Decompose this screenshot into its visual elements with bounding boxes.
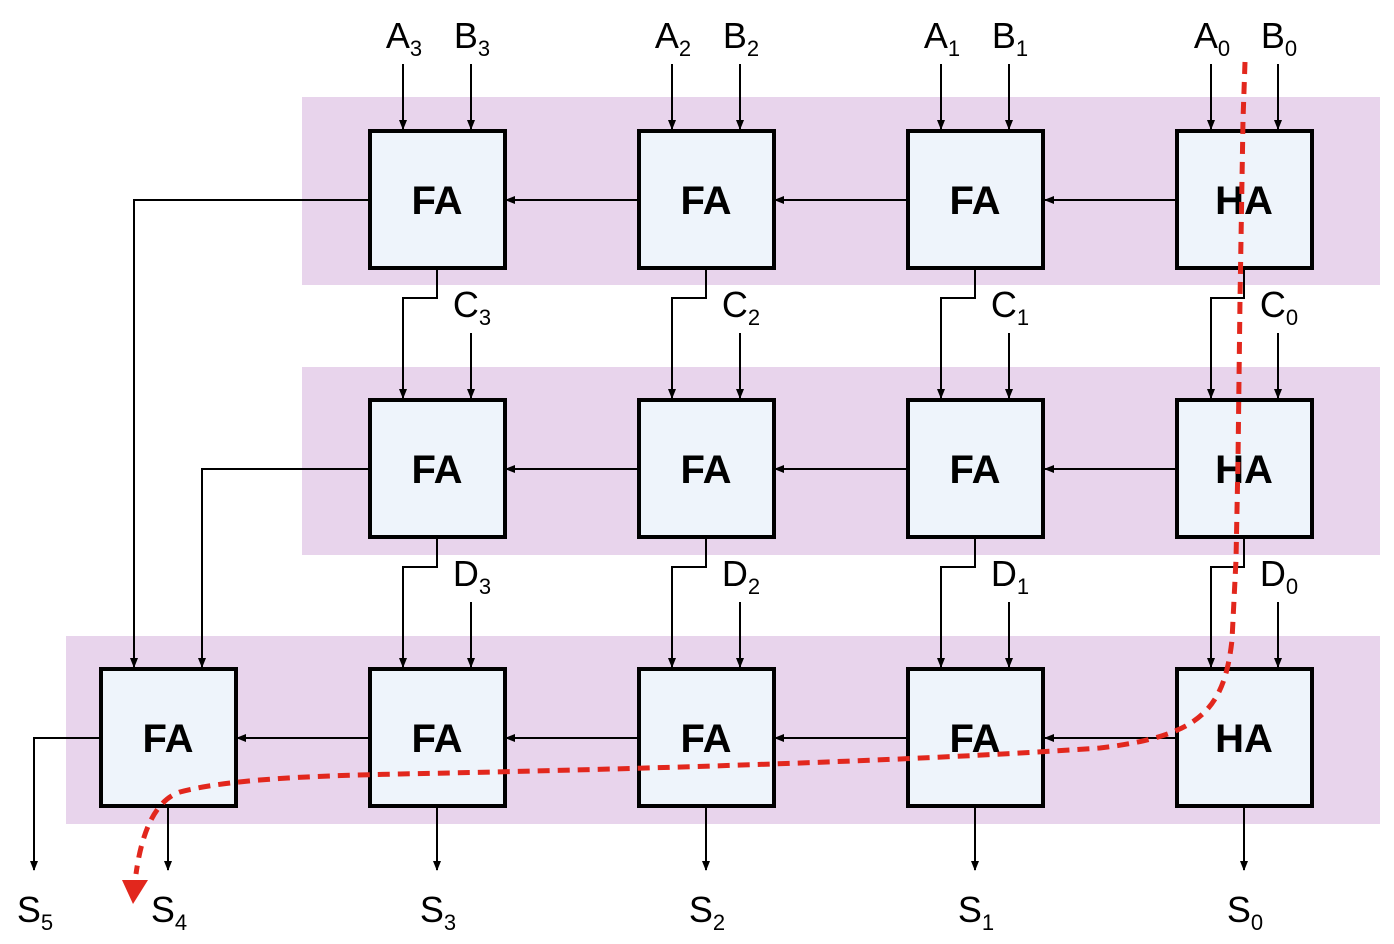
output-label-s2: S2 bbox=[689, 889, 725, 935]
adder-block: FA bbox=[368, 129, 507, 270]
output-label-s4: S4 bbox=[151, 889, 187, 935]
output-label-s0: S0 bbox=[1227, 889, 1263, 935]
input-label-b2: B2 bbox=[723, 15, 759, 61]
adder-box bbox=[637, 129, 776, 270]
input-label-b1: B1 bbox=[992, 15, 1028, 61]
adder-blocks: FA FA FA HA FA FA FA HA bbox=[99, 129, 1314, 808]
sum-r1-c0 bbox=[399, 268, 438, 399]
adder-label: FA bbox=[411, 448, 462, 492]
adder-block: FA bbox=[637, 129, 776, 270]
critical-path-arrowhead bbox=[122, 880, 148, 904]
signal-labels: A3 B3 A2 B2 A1 B1 A0 B0 C3 C2 C1 C0 D3 D… bbox=[17, 15, 1298, 935]
output-label-s5: S5 bbox=[17, 889, 53, 935]
adder-label: HA bbox=[1215, 448, 1273, 492]
adder-label: FA bbox=[142, 717, 193, 761]
input-label-a3: A3 bbox=[386, 15, 422, 61]
adder-label: FA bbox=[680, 179, 731, 223]
input-label-a0: A0 bbox=[1194, 15, 1230, 61]
sum-r2-c3 bbox=[1207, 537, 1245, 668]
sum-r1-c3 bbox=[1207, 268, 1245, 399]
adder-block: FA bbox=[637, 398, 776, 539]
input-label-c1: C1 bbox=[991, 284, 1029, 330]
adder-box bbox=[637, 667, 776, 808]
adder-block: FA bbox=[906, 398, 1045, 539]
input-label-b3: B3 bbox=[454, 15, 490, 61]
input-label-d0: D0 bbox=[1260, 553, 1298, 599]
adder-block: FA bbox=[368, 398, 507, 539]
adder-block: HA bbox=[1175, 667, 1314, 808]
adder-box bbox=[368, 667, 507, 808]
input-label-d2: D2 bbox=[722, 553, 760, 599]
adder-label: FA bbox=[949, 448, 1000, 492]
adder-label: HA bbox=[1215, 717, 1273, 761]
adder-label: FA bbox=[949, 717, 1000, 761]
sum-r1-c1 bbox=[668, 268, 707, 399]
adder-label: FA bbox=[411, 179, 462, 223]
adder-box bbox=[906, 398, 1045, 539]
output-label-s3: S3 bbox=[420, 889, 456, 935]
adder-box bbox=[1175, 667, 1314, 808]
adder-block: HA bbox=[1175, 398, 1314, 539]
adder-box bbox=[637, 398, 776, 539]
adder-label: FA bbox=[680, 717, 731, 761]
input-label-b0: B0 bbox=[1261, 15, 1297, 61]
adder-block: FA bbox=[637, 667, 776, 808]
sum-r2-c0 bbox=[399, 537, 438, 668]
input-label-c3: C3 bbox=[453, 284, 491, 330]
adder-box bbox=[906, 667, 1045, 808]
adder-label: FA bbox=[411, 717, 462, 761]
critical-path-line bbox=[133, 61, 1248, 875]
critical-path bbox=[122, 61, 1248, 904]
input-label-a1: A1 bbox=[924, 15, 960, 61]
wires bbox=[30, 64, 1282, 871]
adder-label: FA bbox=[680, 448, 731, 492]
sum-r1-c2 bbox=[937, 268, 976, 399]
adder-box bbox=[368, 398, 507, 539]
adder-block: FA bbox=[368, 667, 507, 808]
sum-r2-c1 bbox=[668, 537, 707, 668]
adder-box bbox=[906, 129, 1045, 270]
adder-block: FA bbox=[99, 667, 238, 808]
adder-box bbox=[1175, 398, 1314, 539]
sum-r2-c2 bbox=[937, 537, 976, 668]
adder-label: FA bbox=[949, 179, 1000, 223]
carry-r1-msb-to-r3 bbox=[130, 199, 370, 668]
input-label-c2: C2 bbox=[722, 284, 760, 330]
input-label-d1: D1 bbox=[991, 553, 1029, 599]
adder-block: FA bbox=[906, 667, 1045, 808]
carry-r2-msb-to-r3 bbox=[198, 468, 370, 668]
wire-s5 bbox=[30, 737, 101, 871]
adder-box bbox=[99, 667, 238, 808]
input-label-a2: A2 bbox=[655, 15, 691, 61]
output-label-s1: S1 bbox=[958, 889, 994, 935]
adder-block: FA bbox=[906, 129, 1045, 270]
adder-box bbox=[368, 129, 507, 270]
input-label-d3: D3 bbox=[453, 553, 491, 599]
input-label-c0: C0 bbox=[1260, 284, 1298, 330]
